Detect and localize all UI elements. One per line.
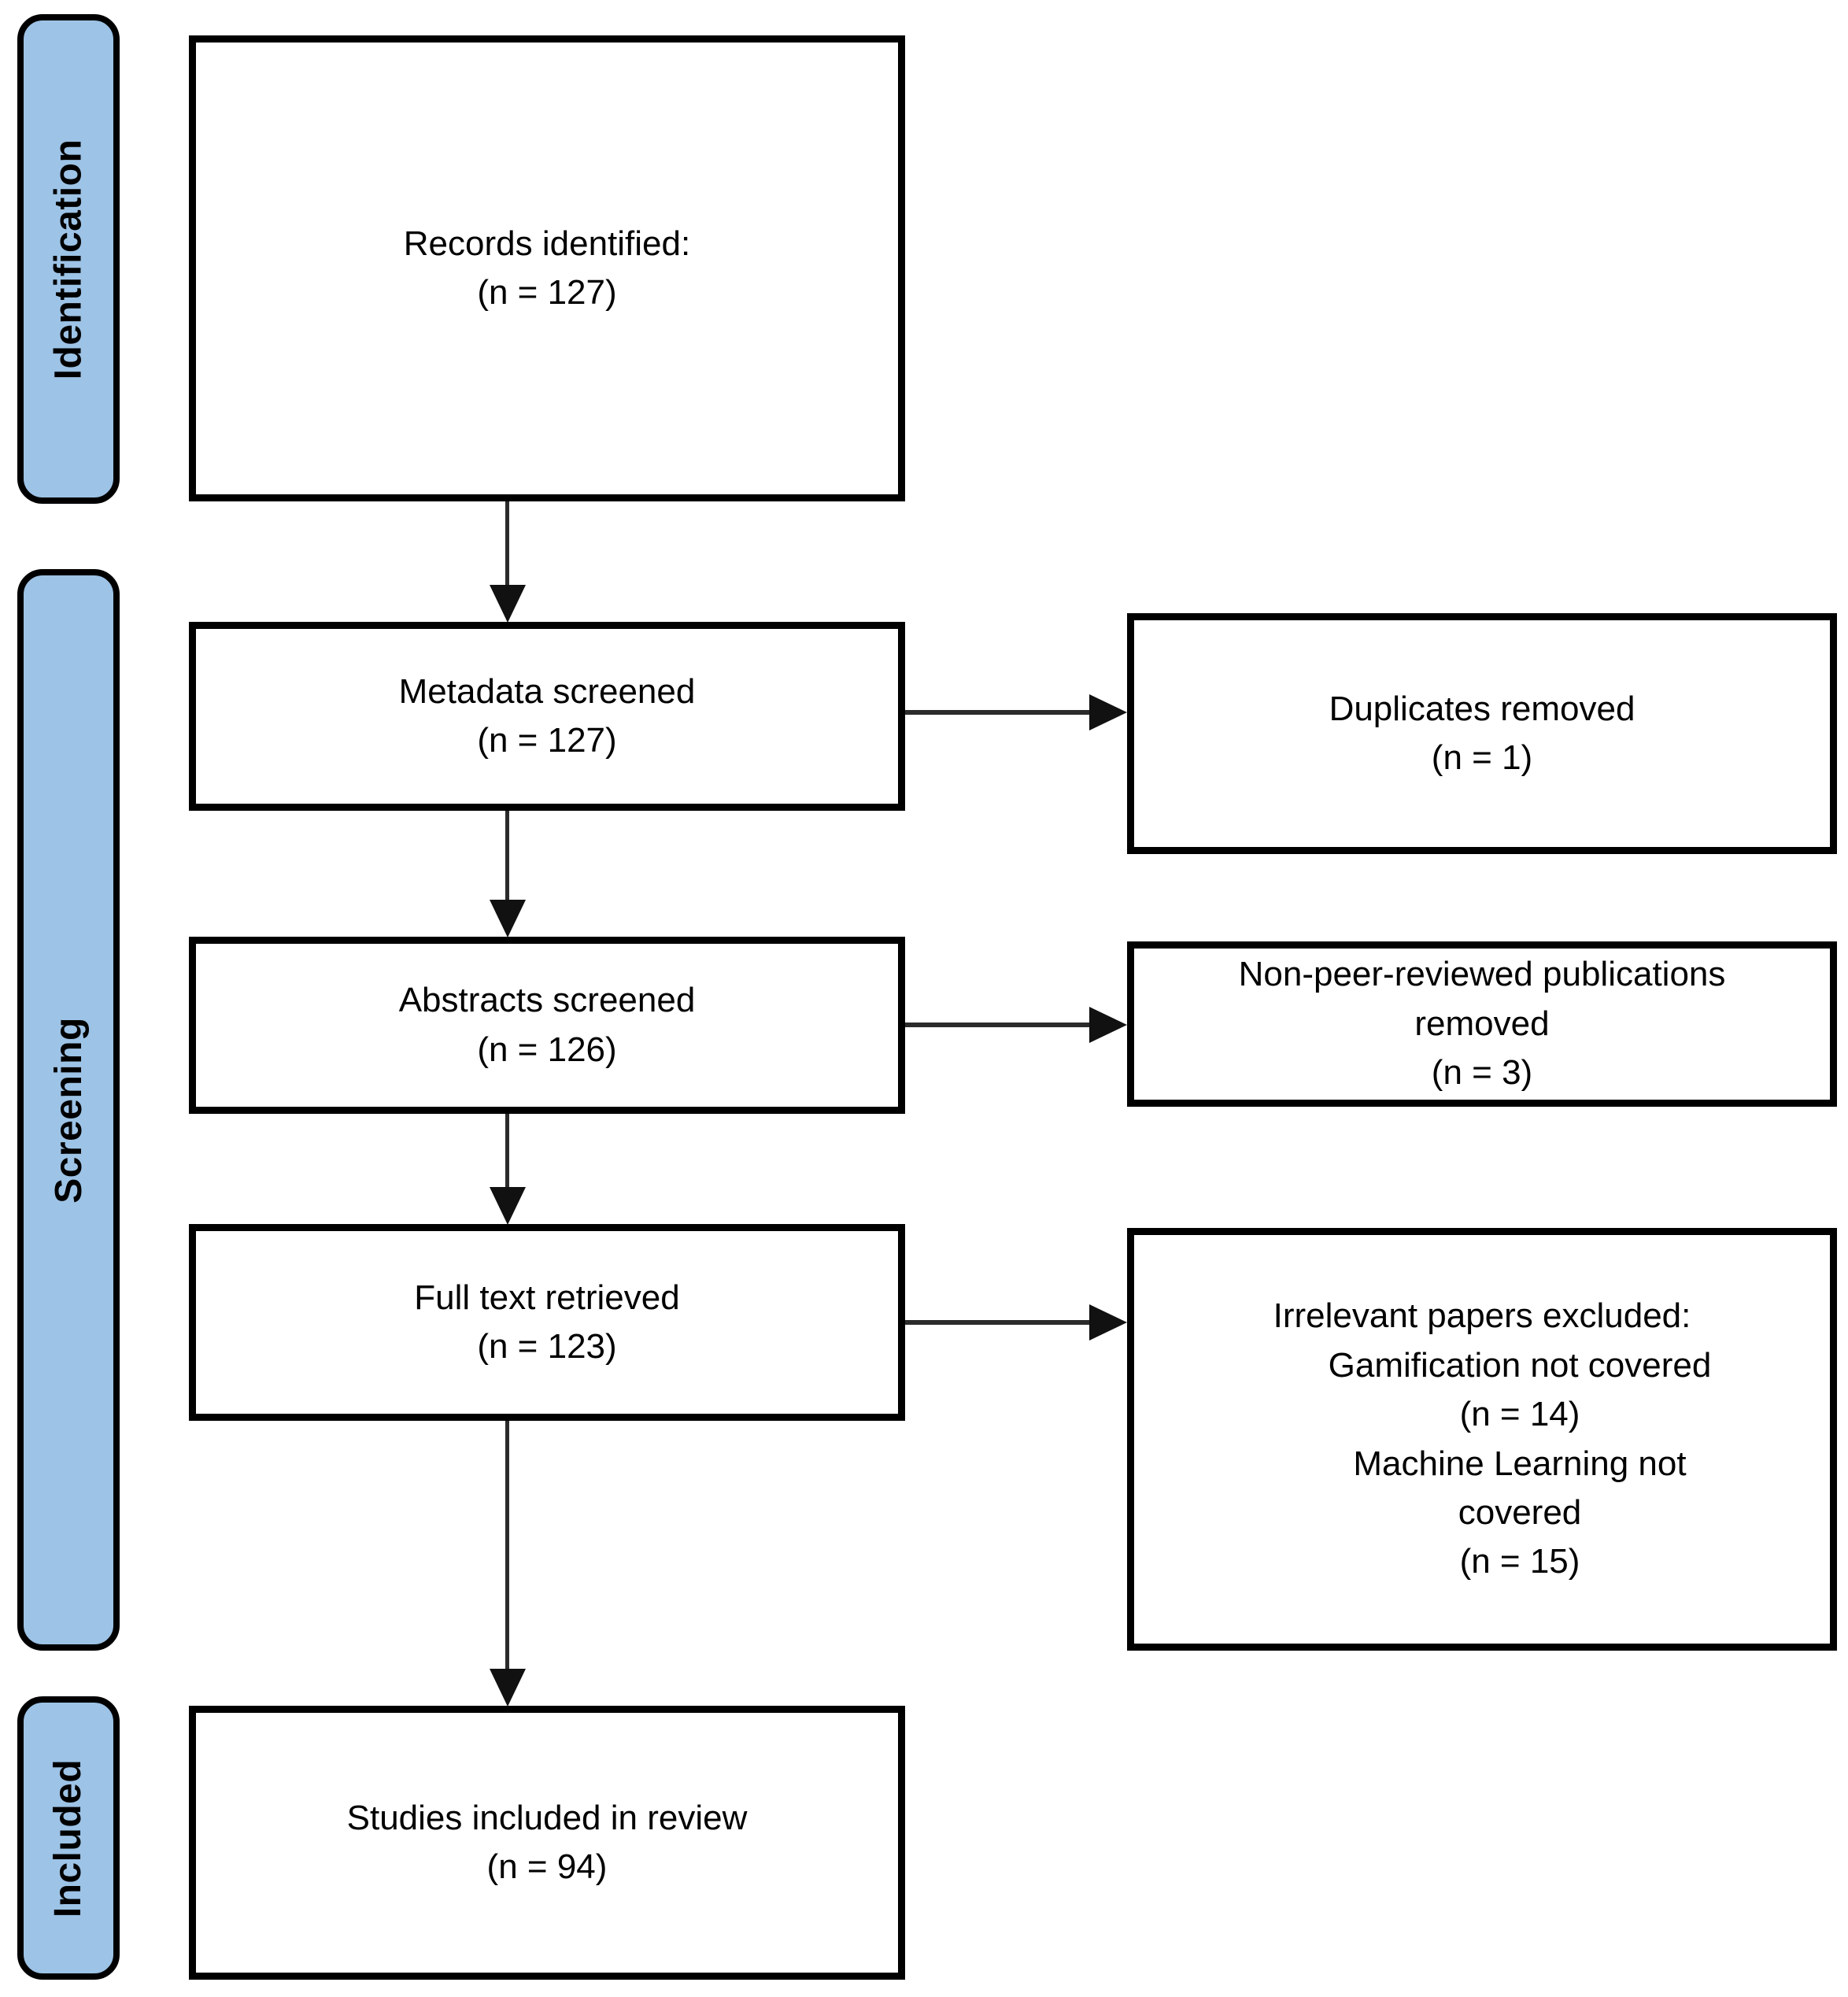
arrow-down-fulltext-to-included-head — [490, 1669, 526, 1707]
stage-label-identification-text: Identification — [47, 139, 90, 379]
stage-label-screening: Screening — [17, 569, 120, 1651]
flow-box-metadata-screened: Metadata screened (n = 127) — [189, 622, 905, 811]
flow-box-abstracts-screened-text: Abstracts screened (n = 126) — [398, 981, 696, 1069]
stage-label-included-text: Included — [47, 1758, 90, 1917]
exclusion-box-non-peer-reviewed-text: Non-peer-reviewed publications removed (… — [1238, 955, 1726, 1093]
flow-box-studies-included-text: Studies included in review (n = 94) — [346, 1798, 748, 1886]
flow-box-abstracts-screened: Abstracts screened (n = 126) — [189, 937, 905, 1114]
arrow-down-abstracts-to-fulltext-stem — [505, 1114, 509, 1187]
exclusion-box-irrelevant-papers-heading: Irrelevant papers excluded: — [1273, 1296, 1691, 1336]
stage-label-included: Included — [17, 1696, 120, 1980]
arrow-down-fulltext-to-included-stem — [505, 1421, 509, 1669]
stage-label-identification: Identification — [17, 14, 120, 504]
arrow-right-fulltext-to-irrelevant-stem — [905, 1320, 1089, 1325]
flow-box-metadata-screened-text: Metadata screened (n = 127) — [398, 671, 696, 760]
arrow-right-metadata-to-duplicates-head — [1089, 694, 1127, 730]
stage-label-screening-text: Screening — [47, 1016, 90, 1204]
exclusion-box-irrelevant-papers-reasons: Gamification not covered (n = 14) Machin… — [1328, 1345, 1712, 1581]
flow-box-full-text-retrieved: Full text retrieved (n = 123) — [189, 1224, 905, 1421]
exclusion-box-non-peer-reviewed: Non-peer-reviewed publications removed (… — [1127, 941, 1837, 1107]
arrow-down-records-to-metadata-head — [490, 585, 526, 623]
flow-box-records-identified: Records identified: (n = 127) — [189, 35, 905, 501]
arrow-right-abstracts-to-nonpeer-stem — [905, 1023, 1089, 1027]
arrow-right-abstracts-to-nonpeer-head — [1089, 1007, 1127, 1043]
arrow-down-metadata-to-abstracts-head — [490, 900, 526, 937]
exclusion-box-irrelevant-papers: Irrelevant papers excluded: Gamification… — [1127, 1228, 1837, 1651]
arrow-right-metadata-to-duplicates-stem — [905, 710, 1089, 715]
flow-box-records-identified-text: Records identified: (n = 127) — [403, 224, 691, 312]
exclusion-box-duplicates-removed-text: Duplicates removed (n = 1) — [1329, 689, 1635, 777]
arrow-down-records-to-metadata-stem — [505, 501, 509, 585]
arrow-down-abstracts-to-fulltext-head — [490, 1187, 526, 1225]
flow-box-studies-included: Studies included in review (n = 94) — [189, 1706, 905, 1980]
arrow-down-metadata-to-abstracts-stem — [505, 811, 509, 900]
exclusion-box-irrelevant-papers-content: Irrelevant papers excluded: Gamification… — [1134, 1292, 1830, 1587]
flow-box-full-text-retrieved-text: Full text retrieved (n = 123) — [414, 1278, 680, 1366]
arrow-right-fulltext-to-irrelevant-head — [1089, 1304, 1127, 1341]
exclusion-box-duplicates-removed: Duplicates removed (n = 1) — [1127, 613, 1837, 854]
